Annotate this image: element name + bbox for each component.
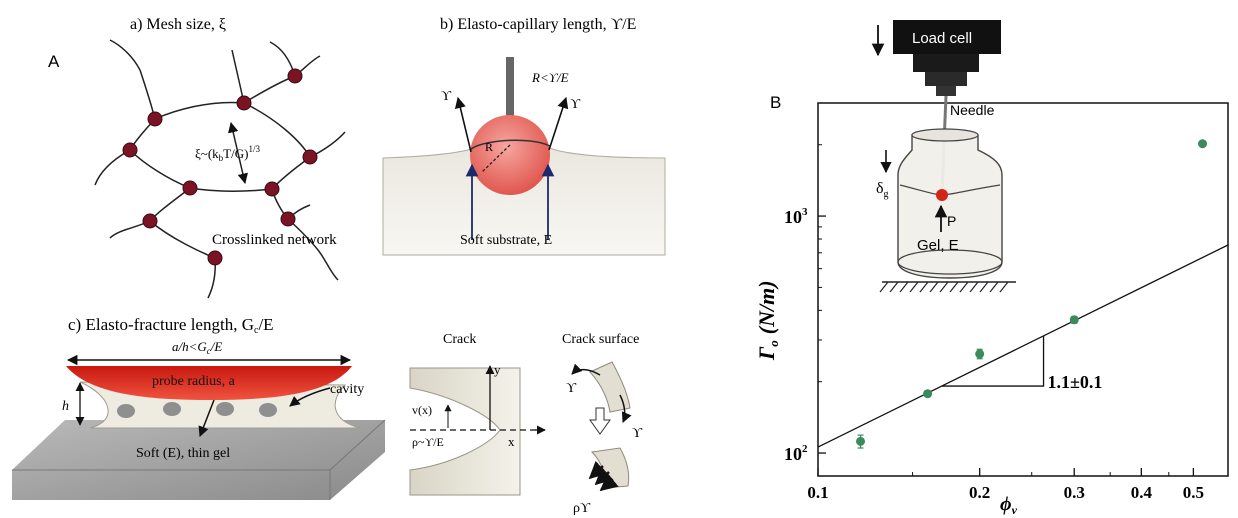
surface-gamma-top: ϒ bbox=[566, 381, 577, 396]
gamma-right: ϒ bbox=[570, 97, 581, 112]
y-tick-exponent: 3 bbox=[802, 206, 808, 218]
pressure-label: ρϒ bbox=[573, 501, 591, 516]
x-tick-label: 0.2 bbox=[969, 483, 990, 502]
x-axis-title: ϕv bbox=[1000, 493, 1018, 517]
thickness-label: h bbox=[62, 399, 69, 414]
elasto-capillary-diagram: b) Elasto-capillary length, ϒ/E R ϒ ϒ R<… bbox=[382, 16, 666, 256]
probe-label: probe radius, a bbox=[152, 374, 236, 389]
mesh-network-diagram: a) Mesh size, ξ bbox=[94, 16, 346, 299]
fracture-condition: a/h<Gc/E bbox=[172, 339, 222, 356]
crack-body bbox=[409, 367, 521, 496]
x-tick-group: 0.1 0.2 0.3 0.4 0.5 bbox=[807, 468, 1204, 502]
gel-modulus-label: Gel, E bbox=[917, 237, 959, 254]
tip-radius-label: ρ~ϒ/E bbox=[412, 435, 444, 449]
x-tick-label: 0.3 bbox=[1064, 483, 1085, 502]
gel-jar bbox=[897, 134, 1003, 279]
capillary-title: b) Elasto-capillary length, ϒ/E bbox=[440, 16, 636, 33]
panel-label-b: B bbox=[770, 93, 781, 112]
substrate-label: Soft substrate, E bbox=[460, 233, 552, 248]
crack-label: Crack bbox=[443, 332, 476, 347]
indentation-inset: Load cell Needle δg P Gel, E bbox=[871, 20, 1016, 293]
gel-label: Soft (E), thin gel bbox=[136, 446, 230, 461]
data-point bbox=[856, 436, 866, 446]
y-axis-label: y bbox=[494, 362, 501, 377]
probe-lens bbox=[66, 366, 352, 400]
data-point bbox=[1069, 315, 1079, 325]
fracture-title: c) Elasto-fracture length, Gc/E bbox=[68, 315, 274, 336]
y-tick-label: 103 bbox=[784, 206, 808, 227]
crack-surface-label: Crack surface bbox=[562, 332, 639, 347]
plot-frame bbox=[817, 102, 1229, 477]
x-axis-label: x bbox=[508, 434, 515, 449]
crack-diagram: Crack Crack surface y x v(x) ρ~ϒ/E ϒ ϒ ρ… bbox=[409, 332, 643, 516]
panel-label-a: A bbox=[48, 52, 60, 71]
y-tick-exponent: 2 bbox=[802, 443, 808, 455]
load-cell-box bbox=[893, 20, 1001, 54]
displacement-label: v(x) bbox=[412, 403, 432, 417]
substrate-slab bbox=[12, 420, 385, 500]
indentation-depth-label: δg bbox=[876, 180, 889, 200]
data-point bbox=[1198, 139, 1208, 149]
data-point bbox=[923, 389, 933, 399]
capillary-condition: R<ϒ/E bbox=[531, 70, 569, 85]
radius-label: R bbox=[485, 140, 493, 154]
y-axis-title: Γo(N/m) bbox=[754, 280, 781, 361]
needle-rod bbox=[506, 57, 514, 127]
data-points bbox=[856, 139, 1208, 449]
slope-triangle bbox=[941, 335, 1045, 387]
y-tick-group: 102 103 bbox=[784, 144, 826, 464]
needle-tip bbox=[936, 189, 948, 201]
elasto-fracture-diagram: c) Elasto-fracture length, Gc/E a/h<Gc/E… bbox=[12, 315, 386, 500]
slope-label: 1.1±0.1 bbox=[1048, 372, 1103, 392]
fit-line bbox=[817, 244, 1229, 448]
toughness-chart: 0.1 0.2 0.3 0.4 0.5 102 103 1.1±0.1 ϕv Γo(N/m… bbox=[754, 102, 1229, 517]
x-tick-label: 0.4 bbox=[1131, 483, 1153, 502]
needle-label: Needle bbox=[950, 102, 995, 118]
force-label: P bbox=[947, 213, 956, 229]
surface-gamma-bottom: ϒ bbox=[632, 426, 643, 441]
x-tick-label: 0.5 bbox=[1183, 483, 1204, 502]
y-tick-label: 102 bbox=[784, 443, 808, 464]
xi-formula: ξ~(kbT/G)1/3 bbox=[195, 144, 260, 163]
load-cell-label: Load cell bbox=[912, 30, 972, 47]
x-tick-label: 0.1 bbox=[807, 483, 828, 502]
sphere bbox=[470, 115, 550, 195]
mesh-title: a) Mesh size, ξ bbox=[130, 16, 226, 33]
crosslinked-network-label: Crosslinked network bbox=[212, 232, 337, 248]
cavity-label: cavity bbox=[330, 382, 364, 397]
data-point bbox=[975, 349, 985, 359]
gamma-left: ϒ bbox=[441, 89, 452, 104]
